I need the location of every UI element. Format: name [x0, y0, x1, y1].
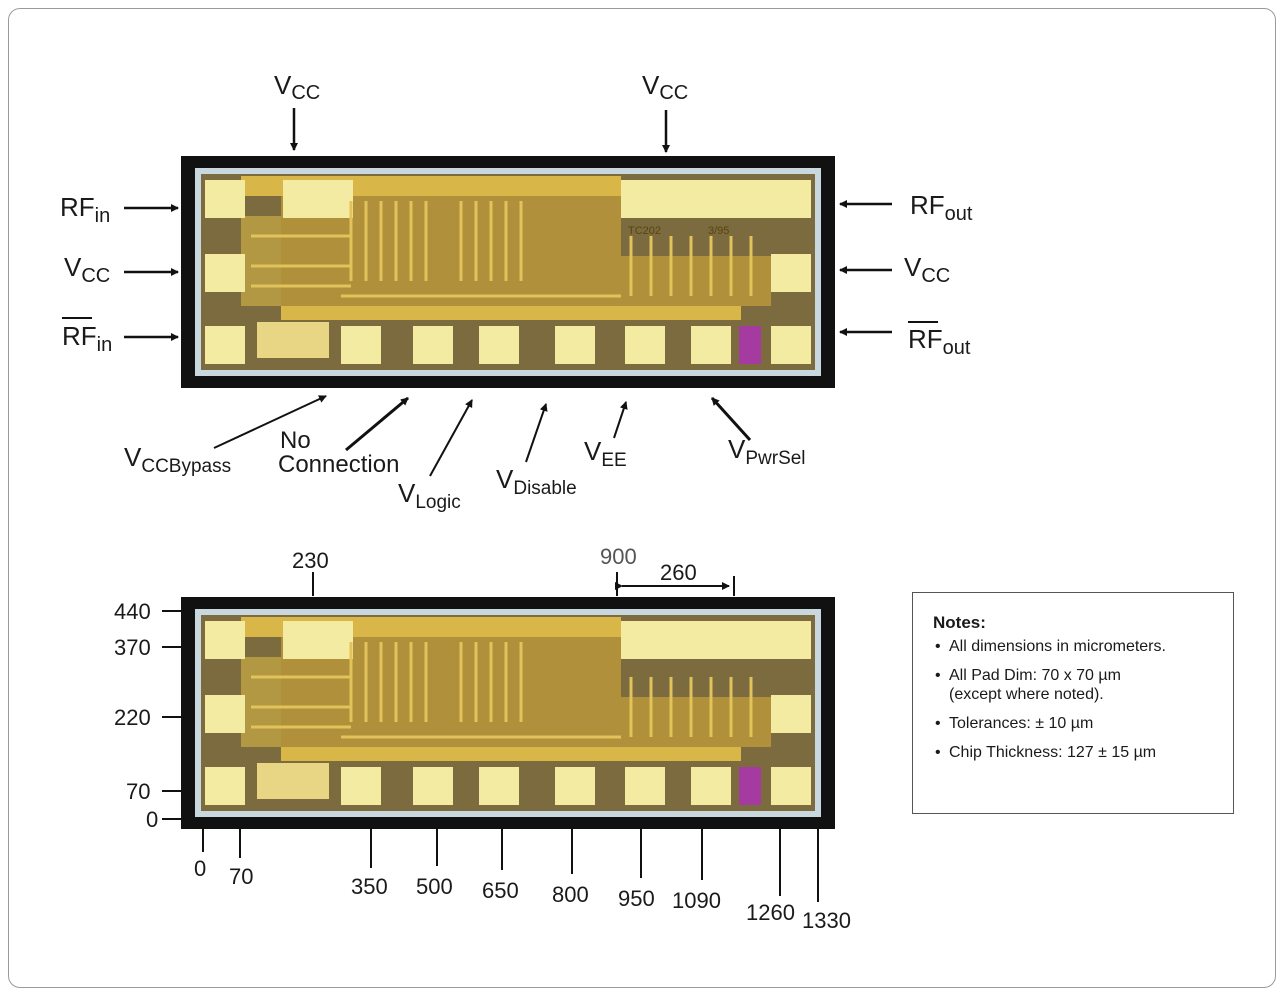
x-label-800: 800: [552, 882, 589, 907]
x-label-70: 70: [229, 864, 253, 889]
x-label-0: 0: [194, 856, 206, 881]
notes-box: Notes: All dimensions in micrometers. Al…: [912, 592, 1234, 814]
arrow-vdisable: [525, 403, 548, 463]
y-axis-ticks: [162, 610, 181, 820]
chip-mark-1: TC202: [628, 225, 661, 237]
label-top-900: 900: [600, 544, 637, 569]
label-rf-in: RFin: [60, 192, 110, 227]
arrow-vpwrsel: [710, 396, 752, 442]
label-vcc-right: VCC: [904, 252, 950, 287]
label-vcc-top-left: VCC: [274, 70, 320, 104]
x-axis-ticks: [202, 829, 819, 902]
label-vcc-left: VCC: [64, 252, 110, 287]
x-label-1090: 1090: [672, 888, 721, 913]
note-item: All Pad Dim: 70 x 70 µm (except where no…: [933, 666, 1233, 704]
label-no-connection-1: No: [280, 427, 311, 454]
top-chip: TC202 3/95: [179, 154, 837, 390]
x-label-650: 650: [482, 878, 519, 903]
x-label-500: 500: [416, 874, 453, 899]
notes-list: All dimensions in micrometers. All Pad D…: [933, 637, 1233, 762]
label-rf-out-bar: RFout: [908, 324, 971, 359]
arrow-vee: [613, 401, 628, 439]
y-label-70: 70: [126, 779, 150, 804]
figure-frame: [8, 8, 1276, 988]
y-label-0: 0: [146, 807, 158, 832]
y-label-440: 440: [114, 599, 151, 624]
x-label-1260: 1260: [746, 900, 795, 925]
label-vpwrsel: VPwrSel: [728, 434, 806, 469]
chip-mark-2: 3/95: [708, 225, 729, 237]
label-rf-out: RFout: [910, 190, 973, 225]
label-vlogic: VLogic: [398, 478, 461, 513]
note-item: Tolerances: ± 10 µm: [933, 714, 1233, 733]
note-item: Chip Thickness: 127 ± 15 µm: [933, 743, 1233, 762]
label-width-260: 260: [660, 560, 697, 585]
arrow-vccbypass: [213, 395, 327, 449]
y-label-220: 220: [114, 705, 151, 730]
bottom-chip: [179, 595, 837, 831]
x-label-950: 950: [618, 886, 655, 911]
label-no-connection-2: Connection: [278, 451, 399, 478]
x-label-350: 350: [351, 874, 388, 899]
notes-title: Notes:: [933, 613, 986, 632]
label-vee: VEE: [584, 436, 627, 471]
label-top-230: 230: [292, 548, 329, 573]
arrow-no-connection: [345, 396, 409, 452]
label-vdisable: VDisable: [496, 464, 577, 499]
label-vcc-top-right: VCC: [642, 70, 688, 104]
label-rf-in-bar: RFin: [62, 321, 112, 356]
y-label-370: 370: [114, 635, 151, 660]
arrow-vlogic: [429, 399, 473, 477]
note-item: All dimensions in micrometers.: [933, 637, 1233, 656]
x-label-1330: 1330: [802, 908, 851, 933]
